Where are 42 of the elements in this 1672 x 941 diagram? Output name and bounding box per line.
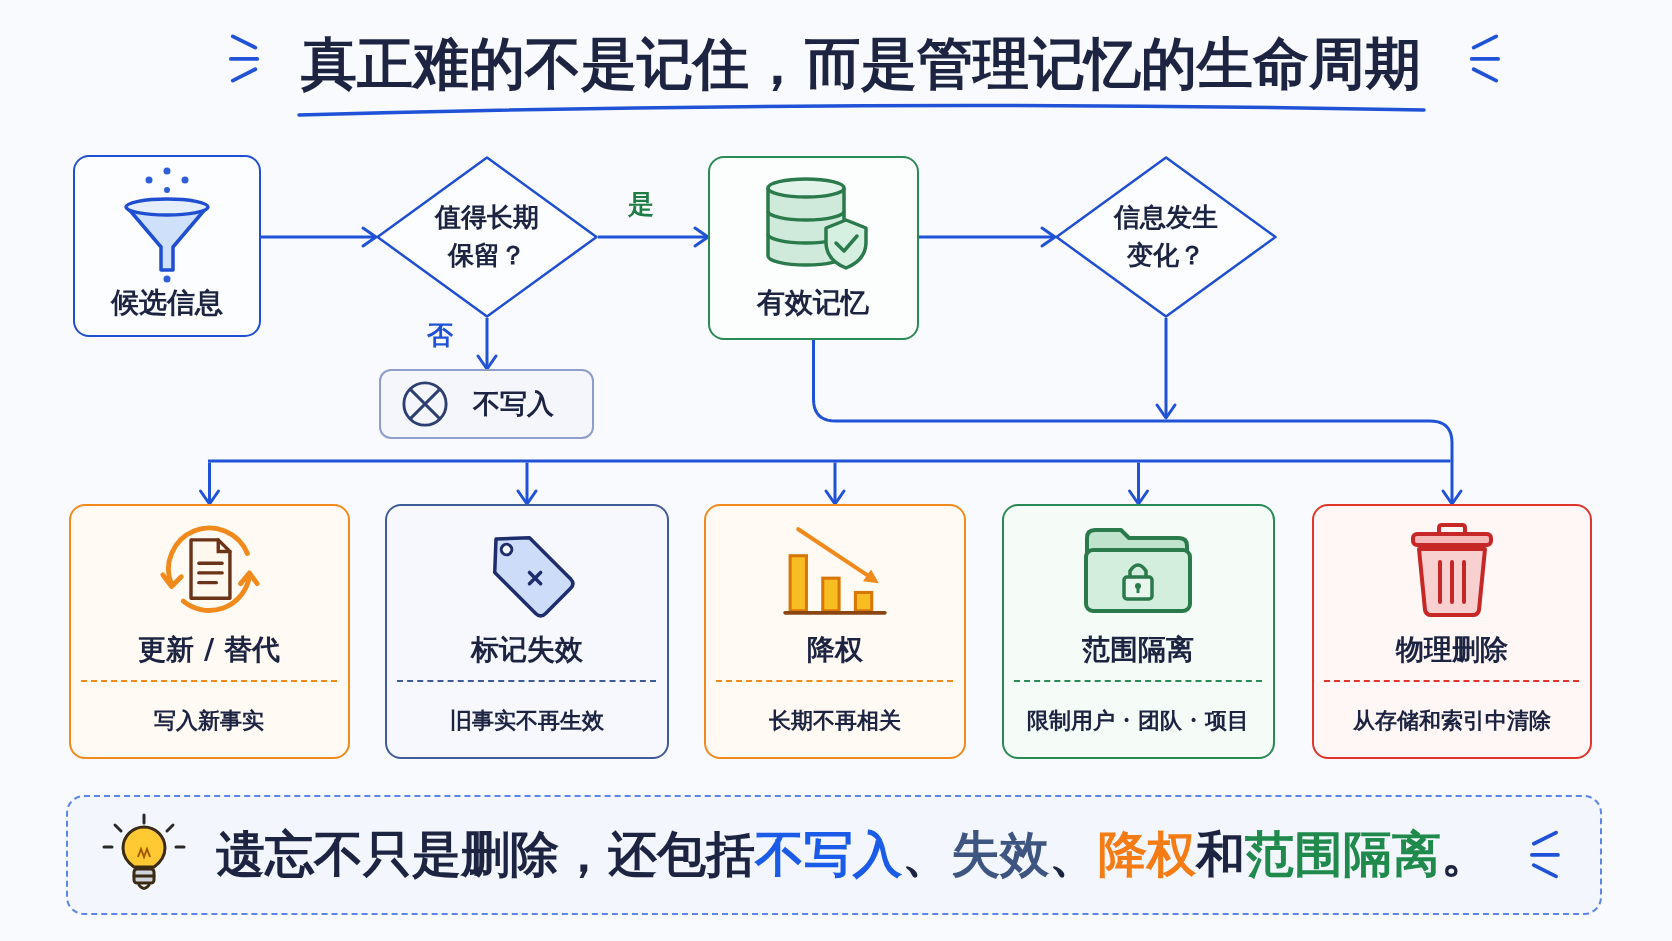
edge-label: 否 xyxy=(427,319,453,352)
card-title: 降权 xyxy=(806,632,863,668)
card-subtitle: 长期不再相关 xyxy=(768,706,901,735)
action-card xyxy=(69,504,350,759)
card-subtitle: 从存储和索引中清除 xyxy=(1352,706,1551,735)
arrow xyxy=(1155,318,1177,420)
edge-label: 是 xyxy=(628,189,654,221)
decision-label: 值得长期保留？ xyxy=(433,201,540,272)
terminal-box xyxy=(379,369,594,439)
title: 真正难的不是记住，而是管理记忆的生命周期 xyxy=(301,30,1421,98)
note-banner xyxy=(66,795,1602,915)
card-title: 范围隔离 xyxy=(1082,632,1194,668)
note-text: 遗忘不只是删除，还包括不写入、失效、降权和范围隔离。 xyxy=(216,824,1490,885)
node-label: 有效记忆 xyxy=(757,284,869,321)
action-card xyxy=(1312,504,1592,759)
arrow xyxy=(476,318,498,371)
card-title: 标记失效 xyxy=(470,632,583,668)
arrow xyxy=(516,462,538,506)
card-subtitle: 限制用户 · 团队 · 项目 xyxy=(1027,706,1249,735)
arrow xyxy=(598,226,710,248)
node-label: 不写入 xyxy=(472,386,554,421)
decision-diamond xyxy=(376,156,598,318)
action-card xyxy=(385,504,669,759)
decision-label: 信息发生变化？ xyxy=(1112,201,1219,272)
connector-line xyxy=(812,340,1454,461)
action-card xyxy=(1002,504,1275,759)
decision-diamond xyxy=(1055,156,1277,318)
process-box xyxy=(708,156,919,340)
card-title: 更新 / 替代 xyxy=(138,632,280,668)
arrow xyxy=(1128,462,1149,506)
arrow xyxy=(261,226,378,248)
card-title: 物理删除 xyxy=(1395,632,1508,668)
action-card xyxy=(704,504,966,759)
card-subtitle: 旧事实不再生效 xyxy=(449,706,604,735)
connector-line xyxy=(208,459,1451,463)
arrow xyxy=(824,462,846,506)
process-box xyxy=(73,155,261,337)
arrow xyxy=(199,462,220,506)
arrow xyxy=(919,226,1057,248)
node-label: 候选信息 xyxy=(110,284,223,321)
arrow xyxy=(1441,461,1463,506)
card-subtitle: 写入新事实 xyxy=(154,706,264,735)
